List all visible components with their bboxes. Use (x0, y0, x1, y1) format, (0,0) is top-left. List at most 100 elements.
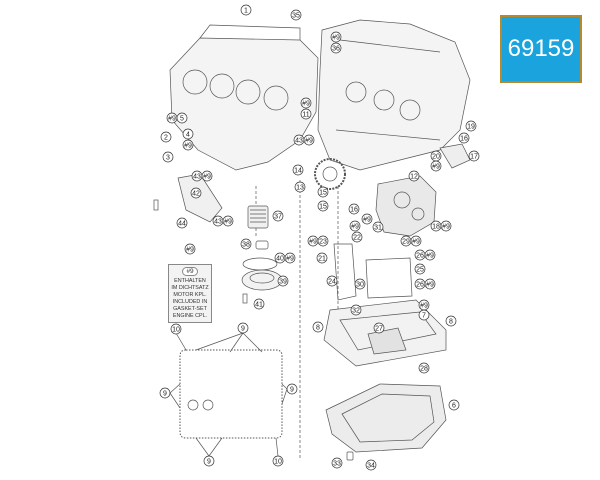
oil-pan-gasket (179, 349, 283, 439)
part-callout: 9 (159, 387, 171, 399)
part-callout: 38 (240, 238, 252, 250)
callout-circle (182, 128, 194, 140)
cylinder-bore-3 (235, 79, 261, 105)
part-callout: #9 (418, 299, 430, 311)
callout-circle (424, 278, 436, 290)
note-line: INCLUDED IN (172, 299, 208, 305)
part-callout: 39 (277, 275, 289, 287)
callout-label: 24 (328, 278, 336, 285)
note-line: MOTOR KPL. (173, 292, 207, 298)
crankcase-half-right (317, 19, 471, 171)
callout-circle (349, 220, 361, 232)
callout-label: #9 (302, 100, 310, 107)
callout-label: 18 (432, 223, 440, 230)
callout-label: 1 (244, 7, 248, 14)
callout-circle (286, 383, 298, 395)
note-line: ENGINE CPL. (172, 313, 208, 319)
callout-label: #9 (168, 115, 176, 122)
callout-circle (312, 321, 324, 333)
callout-label: 41 (255, 301, 263, 308)
callout-label: 8 (449, 318, 453, 325)
callout-label: #9 (186, 246, 194, 253)
filter-cover-ring (242, 257, 278, 271)
callout-circle (408, 170, 420, 182)
callout-label: 29 (402, 238, 410, 245)
callout-circle (300, 108, 312, 120)
callout-circle (294, 181, 306, 193)
callout-label: #9 (224, 218, 232, 225)
part-callout: 29 (400, 235, 412, 247)
callout-label: 44 (178, 220, 186, 227)
callout-label: #9 (184, 142, 192, 149)
part-callout: 33 (331, 457, 343, 469)
callout-circle (410, 235, 422, 247)
part-callout: #9 (300, 97, 312, 109)
callout-label: #9 (412, 238, 420, 245)
oil-pump-housing (375, 175, 437, 237)
callout-label: 15 (319, 189, 327, 196)
callout-label: 4 (186, 131, 190, 138)
callout-circle (373, 322, 385, 334)
callout-label: #9 (286, 255, 294, 262)
part-callout: 3 (162, 151, 174, 163)
callout-label: #9 (203, 173, 211, 180)
callout-label: 37 (274, 213, 282, 220)
callout-circle (465, 120, 477, 132)
part-callout: 31 (372, 221, 384, 233)
note-ref: #9 (182, 267, 198, 276)
callout-circle (372, 221, 384, 233)
part-callout: 27 (373, 322, 385, 334)
callout-circle (277, 275, 289, 287)
callout-circle (272, 210, 284, 222)
callout-circle (331, 457, 343, 469)
callout-label: 32 (352, 307, 360, 314)
callout-label: 19 (467, 123, 475, 130)
crankcase-half-left (169, 37, 319, 171)
callout-label: 39 (279, 278, 287, 285)
callout-label: 10 (274, 458, 282, 465)
part-callout: #9 (201, 170, 213, 182)
callout-circle (190, 187, 202, 199)
callout-circle (284, 252, 296, 264)
callout-circle (176, 217, 188, 229)
part-callout: 20 (430, 150, 442, 162)
part-callout: 18 (430, 220, 442, 232)
callout-label: 43 (193, 173, 201, 180)
part-callout: 8 (445, 315, 457, 327)
part-callout: 26 (414, 249, 426, 261)
part-callout: #9 (424, 249, 436, 261)
callout-label: 22 (353, 234, 361, 241)
callout-circle (418, 362, 430, 374)
part-callout: 41 (253, 298, 265, 310)
callout-circle (330, 42, 342, 54)
callout-label: 9 (163, 390, 167, 397)
part-callout: 43 (191, 170, 203, 182)
callout-label: 10 (172, 326, 180, 333)
callout-circle (272, 455, 284, 467)
callout-label: 26 (416, 281, 424, 288)
note-line: GASKET-SET (173, 306, 207, 312)
callout-circle (354, 278, 366, 290)
callout-label: 16 (460, 135, 468, 142)
callout-circle (240, 4, 252, 16)
part-callout: 12 (408, 170, 420, 182)
callout-label: 34 (367, 462, 375, 469)
callout-circle (448, 399, 460, 411)
callout-label: 43 (295, 137, 303, 144)
callout-label: #9 (426, 281, 434, 288)
part-callout: 9 (237, 322, 249, 334)
part-callout: 19 (465, 120, 477, 132)
diagram-id-badge: 69159 (500, 15, 582, 83)
callout-label: #9 (442, 223, 450, 230)
callout-circle (440, 220, 452, 232)
part-callout: 8 (312, 321, 324, 333)
callout-label: 7 (422, 312, 426, 319)
part-callout: 28 (418, 362, 430, 374)
callout-label: #9 (351, 223, 359, 230)
part-callout: 34 (365, 459, 377, 471)
part-callout: #9 (184, 243, 196, 255)
callout-circle (316, 252, 328, 264)
part-callout: 5 (176, 112, 188, 124)
part-callout: #9 (166, 112, 178, 124)
